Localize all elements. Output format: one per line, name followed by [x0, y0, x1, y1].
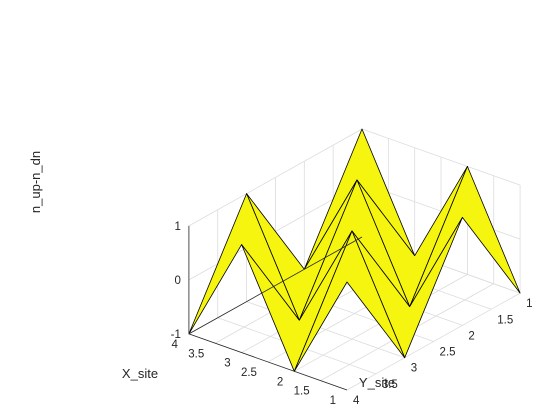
- wall-gridline: [361, 128, 521, 186]
- x-tick-label: 4: [171, 339, 178, 351]
- y-axis-label: Y_site: [359, 375, 395, 390]
- x-tick-label: 3: [224, 358, 230, 370]
- y-tick-label: 3.5: [382, 379, 398, 391]
- z-axis-label: n_up-n_dn: [28, 151, 43, 213]
- x-tick-label: 3.5: [188, 348, 204, 360]
- z-tick-label: 1: [174, 221, 180, 233]
- y-tick-label: 4: [353, 395, 360, 407]
- x-axis-line: [188, 236, 363, 335]
- axis-layer: [188, 225, 363, 391]
- z-tick-label: 0: [174, 275, 180, 287]
- y-tick-label: 1: [526, 298, 532, 310]
- y-tick-label: 3: [411, 363, 417, 375]
- x-tick-label: 2: [277, 376, 283, 388]
- surface-layer: [188, 128, 521, 372]
- y-tick-label: 1.5: [497, 314, 513, 326]
- x-axis-label: X_site: [122, 366, 158, 381]
- x-tick-label: 1.5: [294, 386, 310, 398]
- y-axis-line: [188, 333, 348, 391]
- x-tick-label: 1: [330, 395, 336, 407]
- y-tick-label: 2.5: [440, 347, 456, 359]
- wall-gridline: [188, 128, 363, 227]
- y-tick-label: 2: [468, 330, 474, 342]
- z-tick-label: -1: [171, 329, 181, 341]
- x-tick-label: 2.5: [241, 367, 257, 379]
